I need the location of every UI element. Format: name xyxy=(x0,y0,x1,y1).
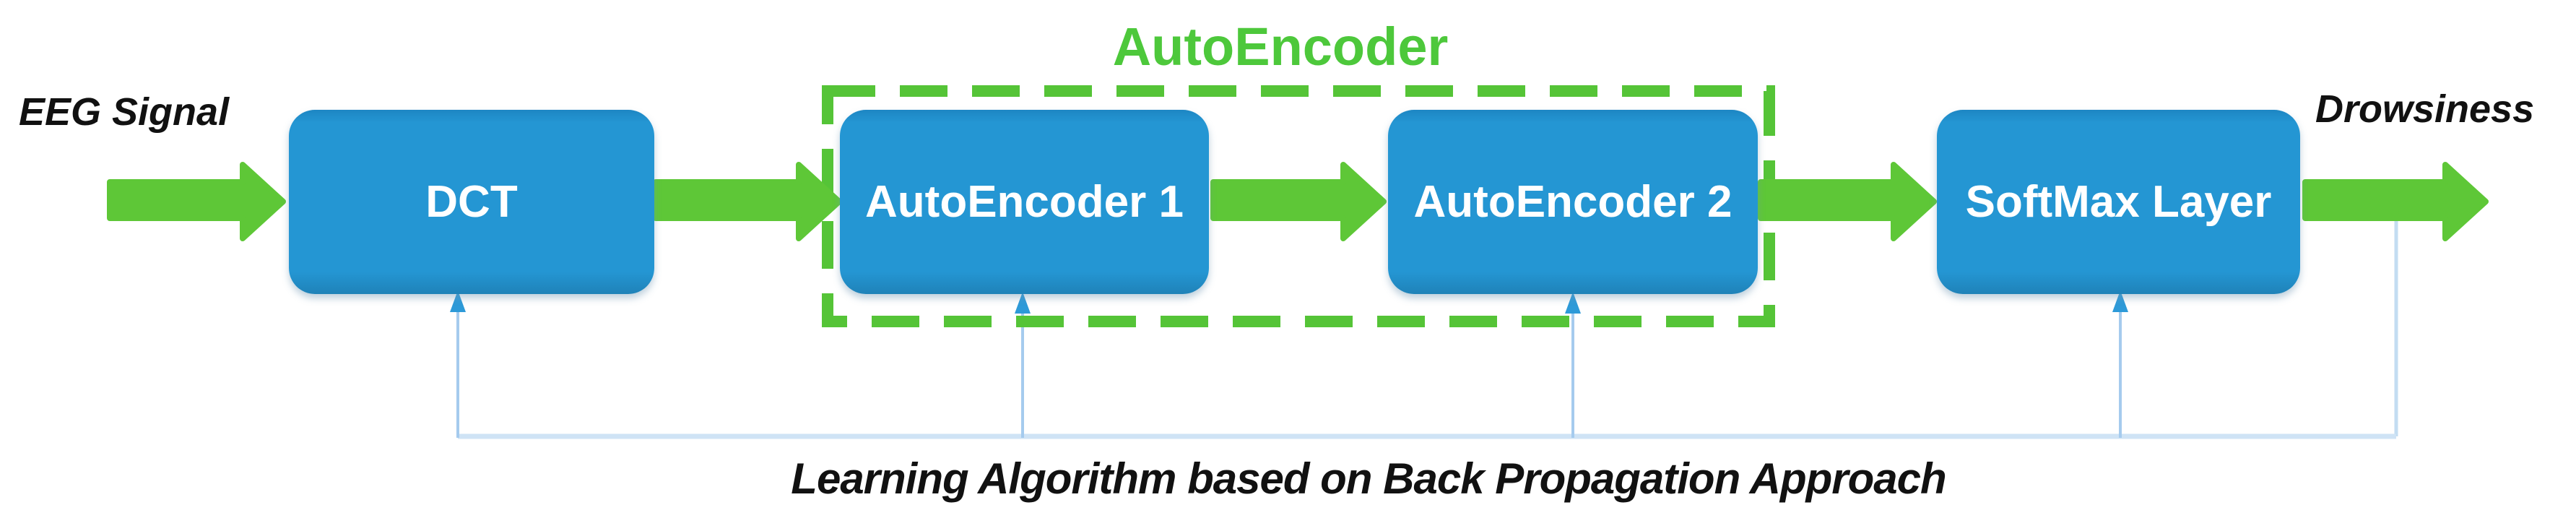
block-softmax: SoftMax Layer xyxy=(1937,110,2300,294)
flow-arrow-dct-to-autoencoder-1-icon xyxy=(653,162,842,241)
feedback-arrowhead-autoencoder-1-icon xyxy=(1015,292,1031,314)
flow-arrow-autoencoder-2-to-softmax-icon xyxy=(1758,162,1937,241)
feedback-arrowhead-softmax-icon xyxy=(2112,290,2128,312)
block-autoencoder-1: AutoEncoder 1 xyxy=(840,110,1209,294)
input-signal-label: EEG Signal xyxy=(19,90,230,134)
block-autoencoder-2-label: AutoEncoder 2 xyxy=(1413,177,1732,227)
block-autoencoder-1-label: AutoEncoder 1 xyxy=(865,177,1184,227)
block-autoencoder-2: AutoEncoder 2 xyxy=(1388,110,1758,294)
output-label: Drowsiness xyxy=(2315,87,2535,131)
feedback-arrowhead-autoencoder-2-icon xyxy=(1565,292,1581,314)
autoencoder-group-title: AutoEncoder xyxy=(1112,17,1449,77)
flow-arrow-output-icon xyxy=(2302,162,2489,241)
block-softmax-label: SoftMax Layer xyxy=(1965,177,2272,227)
block-dct: DCT xyxy=(289,110,654,294)
flow-arrow-autoencoder-1-to-2-icon xyxy=(1210,162,1387,241)
feedback-arrowhead-dct-icon xyxy=(450,290,466,312)
caption: Learning Algorithm based on Back Propaga… xyxy=(791,454,1946,503)
flow-arrow-input-icon xyxy=(107,162,286,241)
block-dct-label: DCT xyxy=(425,177,518,227)
